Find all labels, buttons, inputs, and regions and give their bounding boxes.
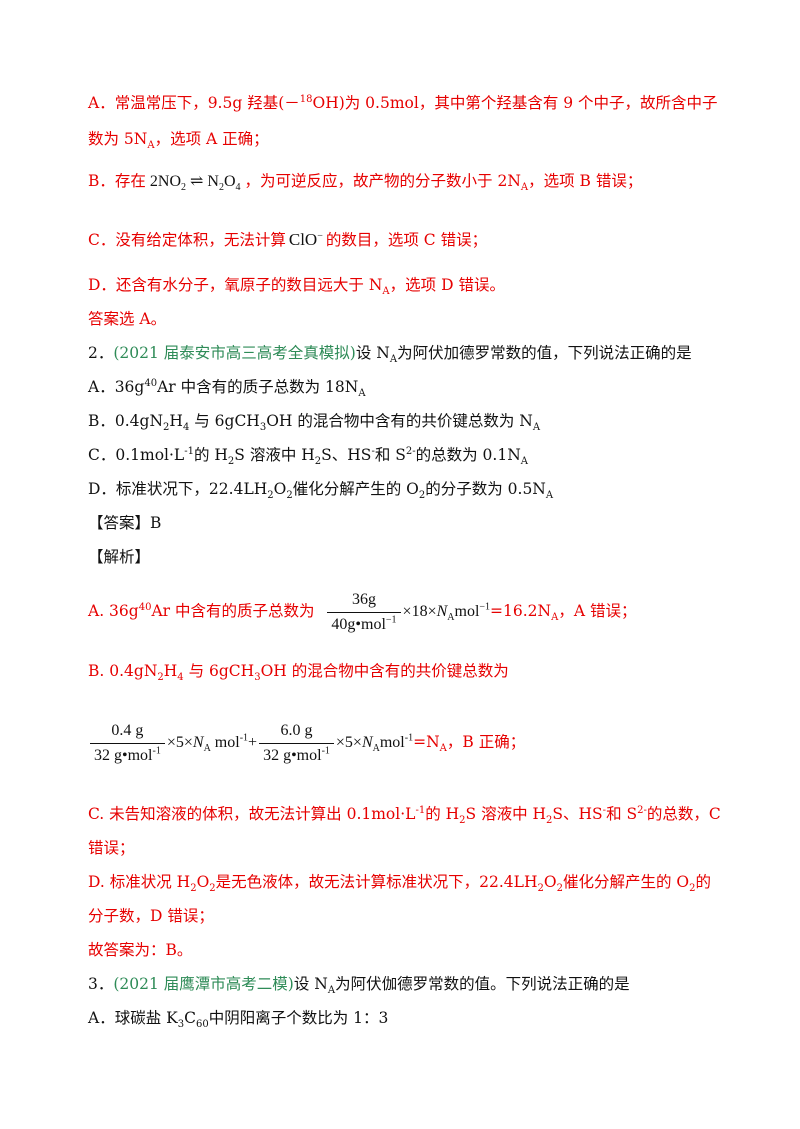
- q3-source: (2021 届鹰潭市高考二模): [113, 975, 294, 993]
- q2-explain-d-line2: 分子数，D 错误；: [88, 907, 214, 925]
- q2-explain-c-line1: C. 未告知溶液的体积，故无法计算出 0.1mol·L-1的 H2S 溶液中 H…: [88, 804, 721, 827]
- q2-option-d: D．标准状况下，22.4LH2O2催化分解产生的 O2的分子数为 0.5NA: [88, 480, 554, 502]
- q1-option-d: D．还含有水分子，氧原子的数目远大于 NA，选项 D 错误。: [88, 276, 505, 298]
- q1-answer: 答案选 A。: [88, 310, 167, 328]
- q2-explain-c-line2: 错误；: [88, 839, 135, 857]
- equilibrium-equation: 2NO2 ⇌ N2O4: [149, 173, 241, 194]
- q1-option-a-line1: A．常温常压下，9.5g 羟基(－18OH)为 0.5mol，其中第个羟基含有 …: [88, 93, 718, 112]
- q1-option-a-line2: 数为 5NA，选项 A 正确；: [88, 130, 269, 152]
- q2-explain-d-line1: D. 标准状况 H2O2是无色液体，故无法计算标准状况下，22.4LH2O2催化…: [88, 873, 711, 895]
- q3-option-a: A．球碳盐 K3C60中阴阳离子个数比为 1：3: [88, 1009, 389, 1031]
- q3-stem: 3．(2021 届鹰潭市高考二模)设 NA为阿伏伽德罗常数的值。下列说法正确的是: [88, 975, 630, 997]
- q2-answer-label: 【答案】B: [88, 514, 162, 532]
- q2-option-b: B．0.4gN2H4 与 6gCH3OH 的混合物中含有的共价键总数为 NA: [88, 412, 541, 434]
- q2-option-a: A．36g40Ar 中含有的质子总数为 18NA: [88, 377, 366, 400]
- q2-option-c: C．0.1mol·L-1的 H2S 溶液中 H2S、HS-和 S2-的总数为 0…: [88, 445, 528, 468]
- chlorite-ion: ClO−: [288, 230, 323, 249]
- q2-analysis-label: 【解析】: [88, 548, 151, 566]
- q2-stem: 2．(2021 届泰安市高三高考全真模拟)设 NA为阿伏加德罗常数的值，下列说法…: [88, 344, 692, 366]
- q2-conclusion: 故答案为：B。: [88, 941, 193, 959]
- q2-source: (2021 届泰安市高三高考全真模拟): [113, 344, 356, 362]
- q2-explain-b: B. 0.4gN2H4 与 6gCH3OH 的混合物中含有的共价键总数为: [88, 662, 509, 684]
